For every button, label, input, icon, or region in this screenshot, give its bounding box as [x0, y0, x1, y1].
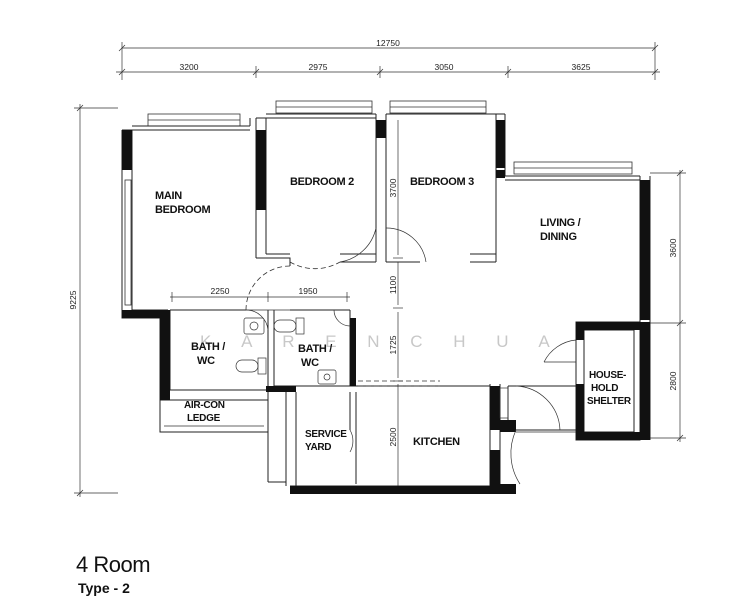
dim-shelter-depth: 2800	[668, 371, 678, 390]
bedroom3-label: BEDROOM 3	[410, 176, 474, 188]
service-yard-label-1: SERVICE	[305, 429, 347, 440]
room-labels: MAIN BEDROOM BEDROOM 2 BEDROOM 3 LIVING …	[155, 176, 632, 453]
dim-segment-3: 3050	[435, 62, 454, 72]
bath2-label-2: WC	[301, 357, 319, 369]
service-yard-label-2: YARD	[305, 442, 331, 453]
plan-type: Type - 2	[78, 580, 130, 596]
dim-bath2-width: 1950	[299, 286, 318, 296]
dim-bedroom-depth: 3700	[388, 178, 398, 197]
aircon-label-1: AIR-CON	[184, 400, 225, 411]
plan-title: 4 Room	[76, 552, 151, 577]
shelter-label-3: SHELTER	[587, 396, 632, 407]
bath1-label-1: BATH /	[191, 341, 225, 353]
bedroom2-label: BEDROOM 2	[290, 176, 354, 188]
living-label-1: LIVING /	[540, 217, 581, 229]
dim-bath-depth: 1725	[388, 335, 398, 354]
dim-kitchen-depth: 2500	[388, 427, 398, 446]
dim-bath1-width: 2250	[211, 286, 230, 296]
dim-overall-height: 9225	[68, 290, 78, 309]
bath2-label-1: BATH /	[298, 343, 332, 355]
dim-living-depth: 3600	[668, 238, 678, 257]
shelter-label-1: HOUSE-	[589, 370, 626, 381]
main-bedroom-label-1: MAIN	[155, 190, 182, 202]
main-bedroom-label-2: BEDROOM	[155, 204, 210, 216]
shelter-label-2: HOLD	[591, 383, 618, 394]
doors	[245, 227, 577, 485]
dim-segment-2: 2975	[309, 62, 328, 72]
dim-segment-4: 3625	[572, 62, 591, 72]
aircon-label-2: LEDGE	[187, 413, 221, 424]
kitchen-label: KITCHEN	[413, 436, 460, 448]
fixtures	[235, 317, 509, 419]
bath1-label-2: WC	[197, 355, 215, 367]
dim-overall-width: 12750	[376, 38, 400, 48]
windows	[124, 100, 633, 306]
living-label-2: DINING	[540, 231, 577, 243]
dim-segment-1: 3200	[180, 62, 199, 72]
watermark: K A R E N C H U A	[200, 332, 563, 351]
dim-corridor: 1100	[388, 276, 398, 295]
dimension-lines	[74, 42, 686, 497]
solid-walls	[122, 120, 650, 494]
